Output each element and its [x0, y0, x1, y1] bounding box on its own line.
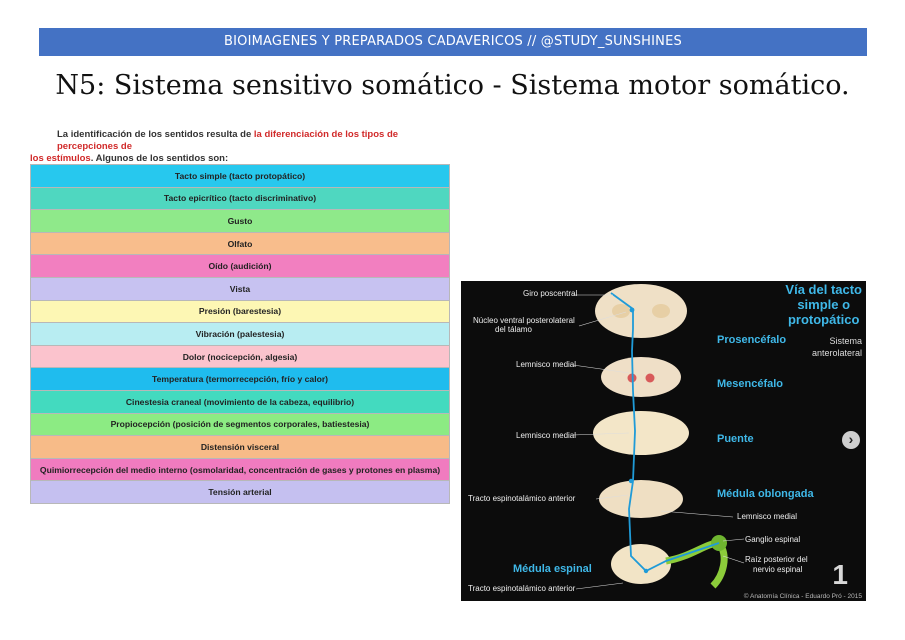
sense-cell: Oído (audición): [30, 254, 450, 278]
header-banner: BIOIMAGENES Y PREPARADOS CADAVERICOS // …: [39, 28, 867, 56]
slide-number: 1: [832, 559, 848, 590]
level-mesencefalo: Mesencéfalo: [717, 378, 784, 390]
intro-paragraph: La identificación de los sentidos result…: [30, 129, 455, 165]
label-nucleo-l1: Núcleo ventral posterolateral: [473, 316, 575, 325]
sense-cell: Olfato: [30, 231, 450, 256]
side-label-l2: anterolateral: [811, 348, 862, 358]
intro-text-end: . Algunos de los sentidos son:: [90, 153, 229, 164]
label-tracto-espinotalamico-2: Tracto espinotalámico anterior: [468, 584, 576, 593]
label-raiz-posterior: Raíz posterior del nervio espinal: [745, 555, 808, 575]
thalamus-left: [612, 304, 630, 318]
intro-highlight-b: los estímulos: [30, 153, 91, 164]
label-nucleo-l2: del tálamo: [495, 325, 532, 334]
midbrain-section: [601, 357, 681, 397]
figure-heading: Vía del tacto simple o protopático: [785, 282, 862, 327]
chevron-right-icon[interactable]: ›: [842, 431, 860, 449]
side-label-l1: Sistema: [829, 336, 862, 346]
sense-row: Vibración (palestesia): [30, 322, 450, 346]
sense-cell: Tensión arterial: [30, 480, 450, 504]
label-lemnisco-medial-right: Lemnisco medial: [737, 512, 798, 521]
anterolateral-pathway: [610, 292, 720, 573]
sense-cell: Cinestesia craneal (movimiento de la cab…: [30, 389, 450, 414]
senses-table: Tacto simple (tacto protopático)Tacto ep…: [30, 164, 450, 504]
cerebrum-section: [595, 284, 687, 338]
medulla-section: [599, 480, 683, 518]
figure-heading-l1: Vía del tacto: [785, 282, 862, 297]
label-ganglio-espinal: Ganglio espinal: [745, 535, 801, 544]
sense-row: Cinestesia craneal (movimiento de la cab…: [30, 389, 450, 414]
sense-row: Dolor (nocicepción, algesia): [30, 344, 450, 369]
sense-row: Gusto: [30, 209, 450, 233]
sense-row: Propiocepción (posición de segmentos cor…: [30, 412, 450, 437]
sense-row: Tacto simple (tacto protopático): [30, 164, 450, 188]
level-medula-oblongada: Médula oblongada: [717, 488, 814, 500]
sense-cell: Dolor (nocicepción, algesia): [30, 344, 450, 369]
sense-row: Vista: [30, 276, 450, 301]
pons-section: [593, 411, 689, 455]
thalamus-right: [652, 304, 670, 318]
sense-row: Tacto epicrítico (tacto discriminativo): [30, 186, 450, 211]
anatomy-drawing: [572, 284, 745, 590]
label-tracto-espinotalamico-1: Tracto espinotalámico anterior: [468, 494, 576, 503]
level-puente: Puente: [717, 433, 754, 445]
label-lemnisco-medial-1: Lemnisco medial: [516, 360, 577, 369]
sense-cell: Gusto: [30, 209, 450, 233]
label-lemnisco-medial-2: Lemnisco medial: [516, 431, 577, 440]
sense-cell: Vibración (palestesia): [30, 322, 450, 346]
sense-cell: Temperatura (termorrecepción, frío y cal…: [30, 367, 450, 391]
sense-cell: Quimiorrecepción del medio interno (osmo…: [30, 457, 450, 482]
level-medula-espinal: Médula espinal: [513, 563, 592, 575]
sense-cell: Distensión visceral: [30, 435, 450, 459]
spinal-cord-section: [611, 544, 671, 584]
sense-cell: Presión (barestesia): [30, 299, 450, 324]
sense-row: Tensión arterial: [30, 480, 450, 504]
sense-row: Temperatura (termorrecepción, frío y cal…: [30, 367, 450, 391]
label-nucleo-ventral: Núcleo ventral posterolateral del tálamo: [473, 316, 575, 334]
label-raiz-l1: Raíz posterior del: [745, 555, 808, 564]
sense-row: Olfato: [30, 231, 450, 256]
figure-heading-l2: simple o: [797, 297, 851, 312]
sense-cell: Vista: [30, 276, 450, 301]
figure-side-label: Sistema anterolateral: [812, 335, 862, 359]
sense-row: Quimiorrecepción del medio interno (osmo…: [30, 457, 450, 482]
intro-highlight-a: la diferenciación de los tipos de percep…: [57, 129, 399, 152]
sense-row: Presión (barestesia): [30, 299, 450, 324]
sense-cell: Tacto simple (tacto protopático): [30, 164, 450, 188]
label-raiz-l2: nervio espinal: [753, 565, 803, 574]
level-prosencefalo: Prosencéfalo: [717, 334, 787, 346]
anatomy-figure: Giro poscentral Núcleo ventral posterola…: [461, 281, 866, 601]
intro-text-start: La identificación de los sentidos result…: [57, 129, 254, 140]
page-title: N5: Sistema sensitivo somático - Sistema…: [55, 70, 850, 101]
copyright-text: © Anatomía Clínica - Eduardo Pró - 2015: [743, 593, 862, 600]
label-giro-poscentral: Giro poscentral: [523, 289, 578, 298]
sense-row: Oído (audición): [30, 254, 450, 278]
sense-row: Distensión visceral: [30, 435, 450, 459]
sense-cell: Propiocepción (posición de segmentos cor…: [30, 412, 450, 437]
red-nucleus-right: [645, 373, 655, 383]
figure-heading-l3: protopático: [787, 312, 860, 327]
sense-cell: Tacto epicrítico (tacto discriminativo): [30, 186, 450, 211]
